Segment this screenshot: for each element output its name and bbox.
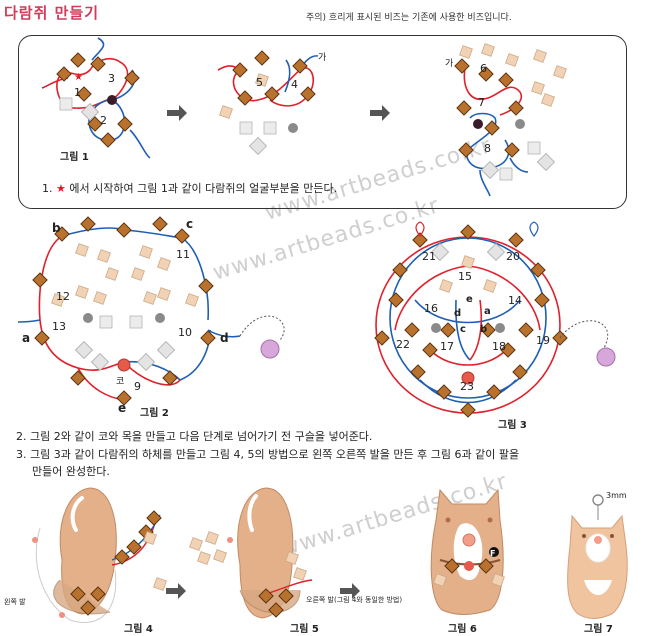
svg-text:16: 16: [424, 302, 438, 315]
figure-caption: 그림 7: [584, 624, 613, 635]
bead-num: 3: [108, 72, 115, 85]
svg-text:e: e: [466, 294, 473, 305]
figure2: [17, 216, 285, 406]
figure1b: [217, 50, 319, 155]
header-note: 주의) 흐리게 표시된 비즈는 기존에 사용한 비즈입니다.: [306, 13, 512, 23]
figure1a: ★: [41, 37, 151, 159]
svg-text:13: 13: [52, 320, 66, 333]
step-3-line1: 3. 그림 3과 같이 다람쥐의 하체를 만들고 그림 4, 5의 방법으로 왼…: [16, 448, 520, 461]
svg-text:a: a: [484, 306, 491, 317]
figure4: [32, 487, 167, 624]
svg-text:3mm: 3mm: [606, 491, 627, 500]
figure-caption: 그림 6: [448, 624, 477, 635]
figure1-panel: [18, 35, 627, 209]
page-title: 다람쥐 만들기: [4, 4, 100, 22]
svg-text:15: 15: [458, 270, 472, 283]
bead-num: 1: [74, 86, 81, 99]
svg-text:23: 23: [460, 380, 474, 393]
svg-text:11: 11: [176, 248, 190, 261]
svg-text:22: 22: [396, 338, 410, 351]
figure3: [374, 221, 616, 418]
svg-text:왼쪽 발: 왼쪽 발: [4, 597, 26, 606]
svg-text:★: ★: [74, 72, 83, 83]
svg-text:17: 17: [440, 340, 454, 353]
step-1: 1. ★ 에서 시작하여 그림 1과 같이 다람쥐의 얼굴부분을 만든다.: [42, 182, 338, 195]
figure-caption: 그림 4: [124, 624, 153, 635]
figure-caption: 그림 2: [140, 408, 169, 419]
svg-text:오른쪽 발(그림 4와 동일한 방법): 오른쪽 발(그림 4와 동일한 방법): [306, 595, 402, 604]
svg-text:20: 20: [506, 250, 520, 263]
figure-caption: 그림 5: [290, 624, 319, 635]
svg-text:c: c: [460, 324, 466, 335]
svg-text:19: 19: [536, 334, 550, 347]
svg-text:6: 6: [480, 62, 487, 75]
svg-text:가: 가: [318, 52, 326, 63]
svg-text:c: c: [186, 217, 193, 231]
step-3-line2: 만들어 완성한다.: [32, 465, 110, 478]
svg-text:가: 가: [445, 58, 453, 69]
arrow-right-icon: [166, 583, 186, 599]
figure-caption: 그림 3: [498, 420, 527, 431]
svg-text:4: 4: [291, 78, 298, 91]
svg-text:18: 18: [492, 340, 506, 353]
figure7: [567, 494, 628, 619]
svg-text:12: 12: [56, 290, 70, 303]
arrow-right-icon: [370, 105, 390, 121]
svg-text:8: 8: [484, 142, 491, 155]
svg-text:d: d: [454, 308, 461, 319]
svg-text:10: 10: [178, 326, 192, 339]
svg-text:7: 7: [478, 96, 485, 109]
svg-text:9: 9: [134, 380, 141, 393]
step-2: 2. 그림 2와 같이 코와 목을 만들고 다음 단계로 넘어가기 전 구슬을 …: [16, 430, 373, 443]
figure-caption: 그림 1: [60, 152, 89, 163]
bead-num: 2: [100, 114, 107, 127]
star-icon: ★: [56, 182, 66, 195]
svg-text:14: 14: [508, 294, 522, 307]
arrow-right-icon: [340, 583, 360, 599]
svg-text:5: 5: [256, 76, 263, 89]
svg-text:d: d: [220, 331, 229, 345]
svg-text:21: 21: [422, 250, 436, 263]
figure1c: [454, 43, 567, 197]
figure5: [189, 487, 313, 619]
svg-text:F: F: [490, 549, 495, 558]
svg-text:a: a: [22, 331, 30, 345]
svg-text:e: e: [118, 401, 126, 415]
svg-text:b: b: [480, 324, 487, 335]
arrow-right-icon: [167, 105, 187, 121]
svg-text:b: b: [52, 221, 61, 235]
svg-text:코: 코: [116, 377, 124, 387]
figure6: [430, 488, 505, 615]
